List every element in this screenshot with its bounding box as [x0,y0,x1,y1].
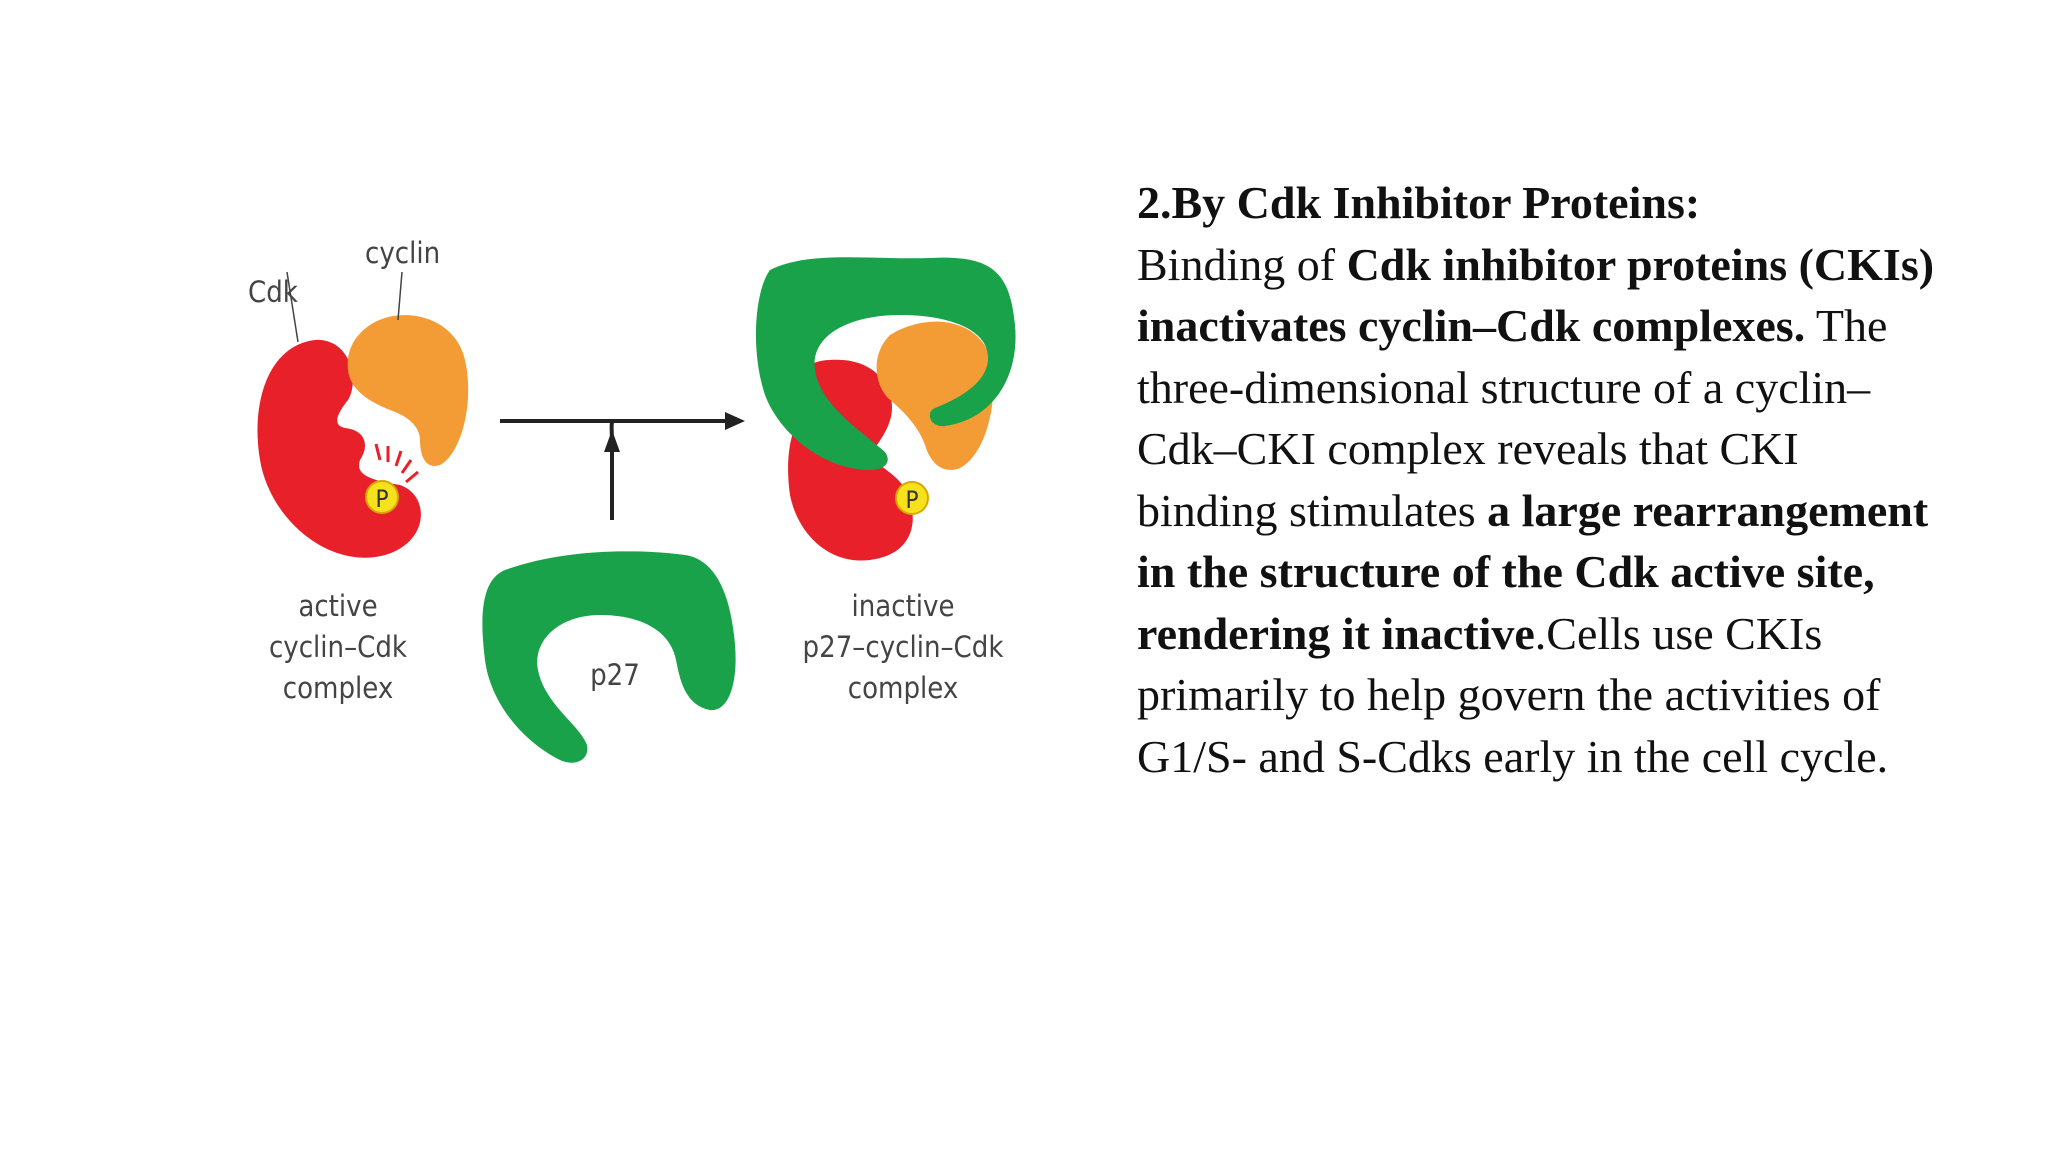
inactive-label-line1: inactive [851,589,954,623]
cyclin-leader-line [397,271,403,321]
cyclin-label: cyclin [365,236,440,270]
active-label-line1: active [298,589,377,623]
reaction-arrowhead [725,412,745,430]
inactive-label-line2: p27–cyclin–Cdk [803,630,1005,664]
explanation-text: 2.By Cdk Inhibitor Proteins: Binding of C… [1137,172,1937,787]
diagram-svg: P Cdk cyclin active cyclin–Cdk complex p… [248,236,1016,763]
phosphate-label-inactive: P [905,486,918,514]
active-label-line3: complex [283,671,394,705]
active-label-line2: cyclin–Cdk [269,630,408,664]
cdk-label: Cdk [248,275,299,309]
text-bold-2: a large rearrangement in the structure o… [1137,484,1929,659]
reaction-arrow [500,419,730,520]
phosphate-circle [365,480,399,514]
activity-sparks [374,443,419,484]
p27-arrowhead [604,430,620,452]
cyclin-shape [347,315,469,466]
p27-label: p27 [590,658,640,692]
phosphate-label: P [375,485,388,513]
cki-inhibition-diagram: P Cdk cyclin active cyclin–Cdk complex p… [230,230,1050,790]
p27-shape [482,551,736,763]
text-part-3: .Cells use CKIs primarily to help govern… [1137,607,1889,782]
cdk-leader-line [286,271,299,343]
inactive-label-line3: complex [848,671,959,705]
section-heading: 2.By Cdk Inhibitor Proteins: [1137,177,1701,228]
text-part-1: Binding of [1137,238,1347,290]
cyclin-shape-inactive [876,321,994,470]
text-bold-1: Cdk inhibitor proteins (CKIs) inactivate… [1137,238,1935,352]
text-part-2: The three-dimensional structure of a cyc… [1137,300,1888,536]
p27-shape-inactive [755,257,1016,470]
phosphate-circle-inactive [895,481,929,515]
